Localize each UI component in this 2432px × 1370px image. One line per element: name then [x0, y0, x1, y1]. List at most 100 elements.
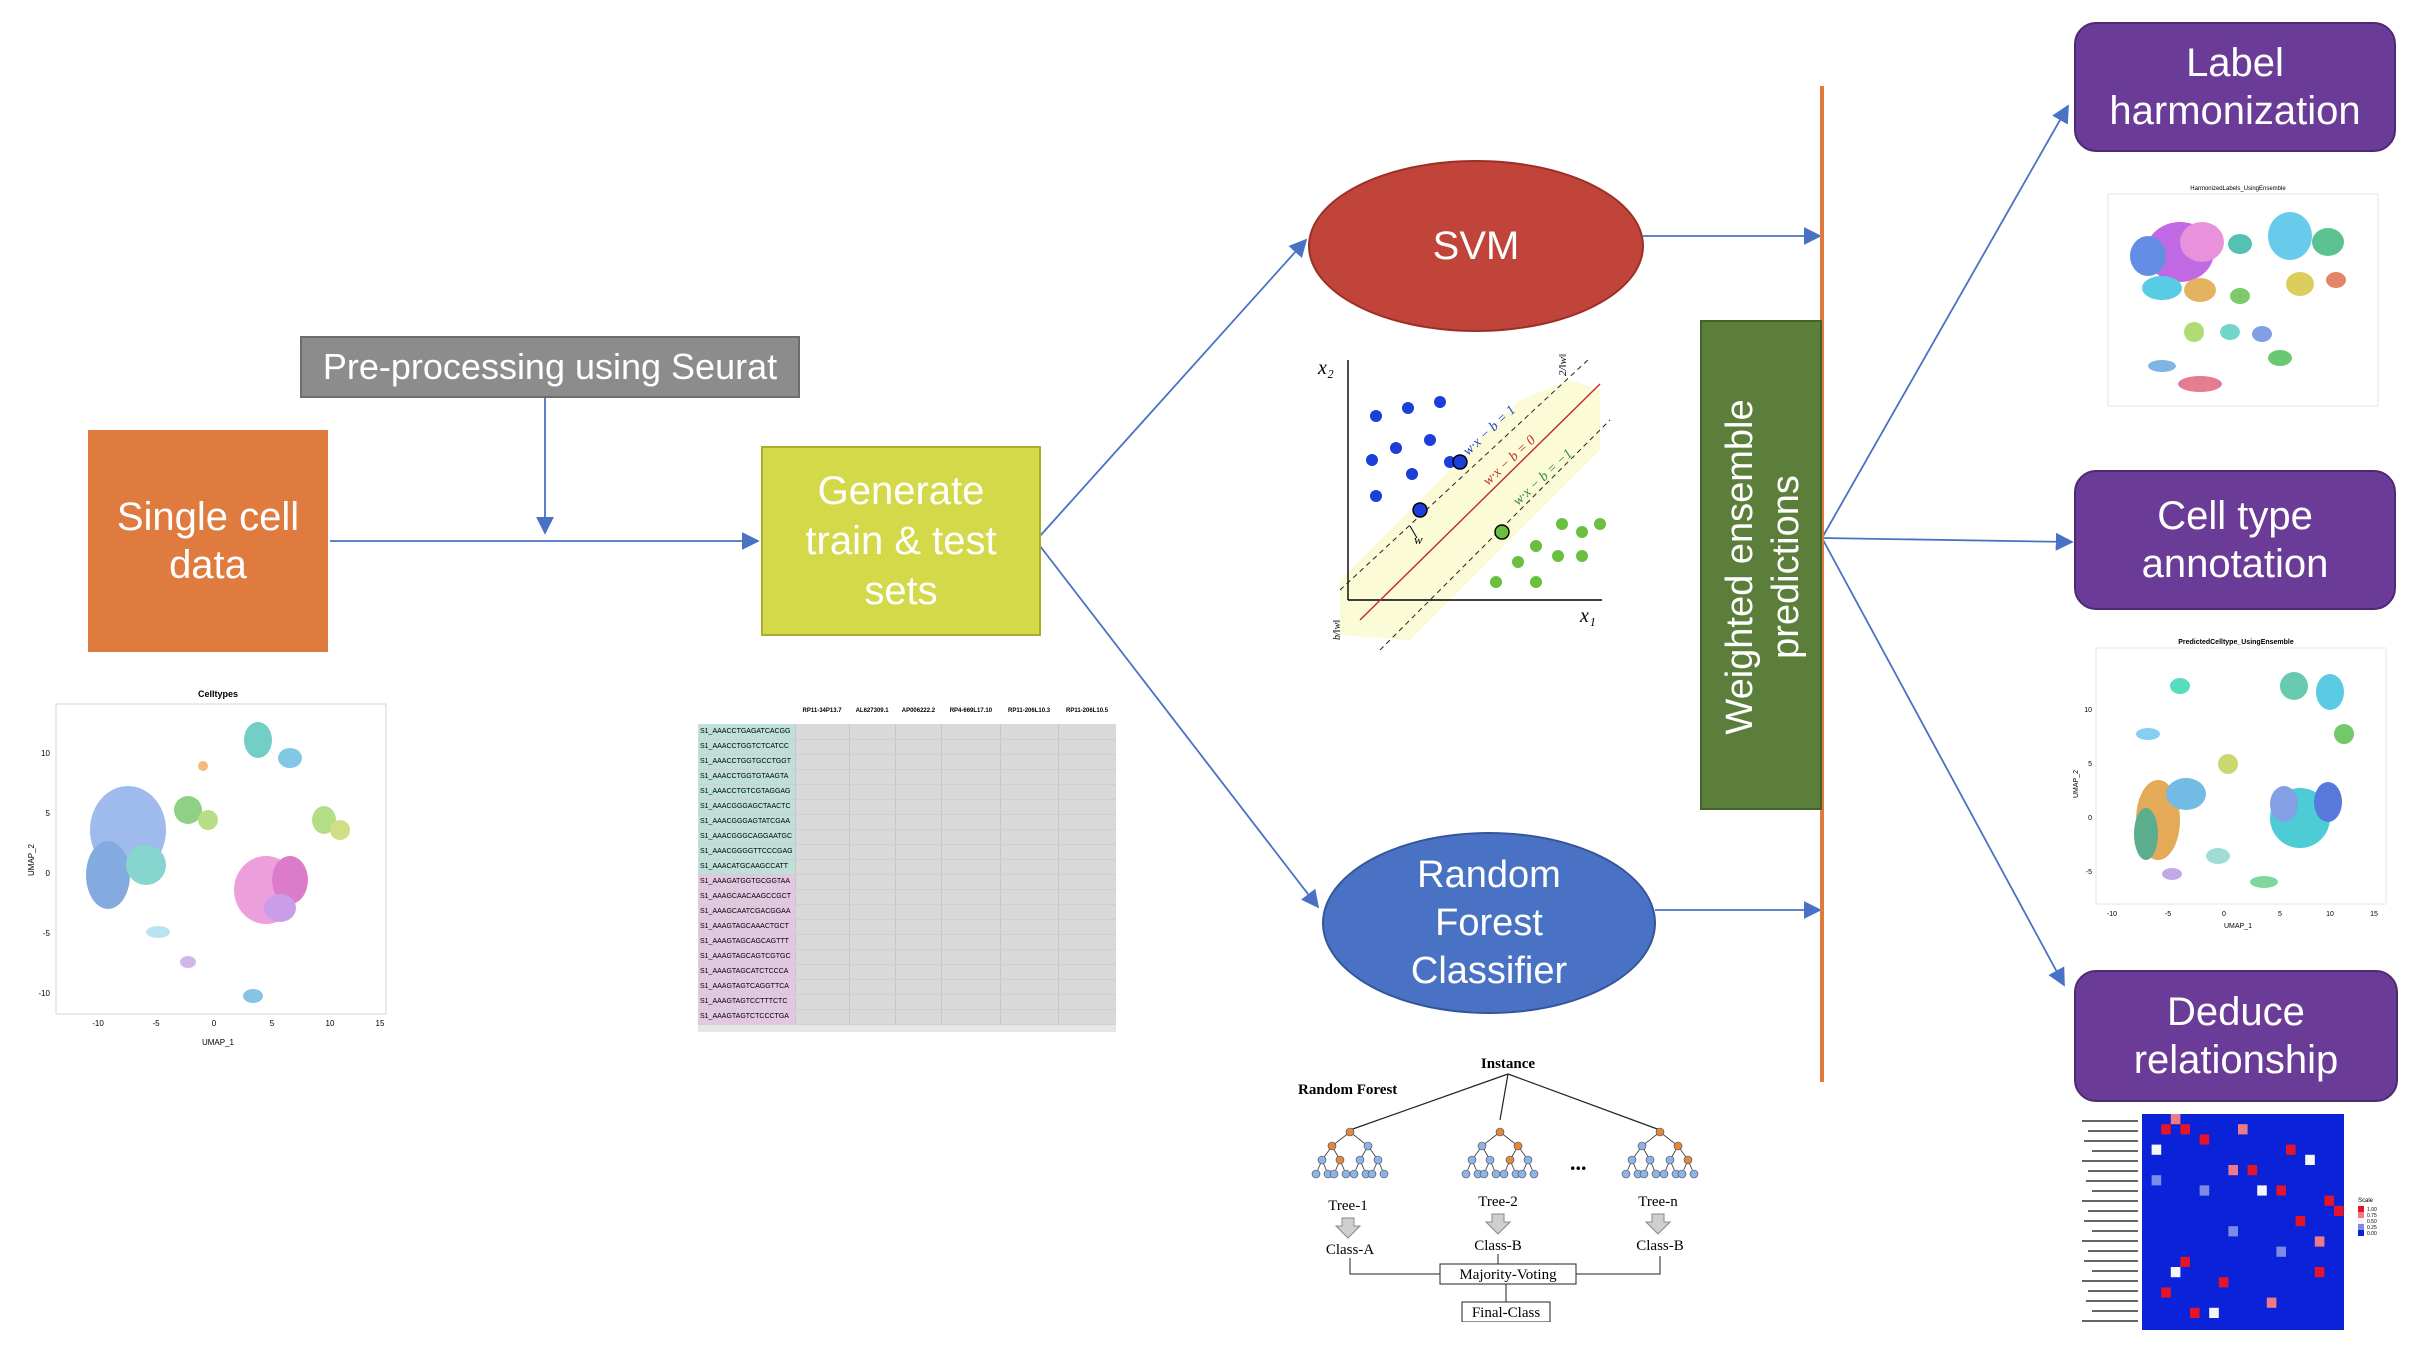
- svm-x2-label: x₂: [1317, 357, 1334, 379]
- label-harmonization-box: Label harmonization: [2074, 22, 2396, 152]
- weighted-ensemble-box: Weighted ensemble predictions: [1700, 320, 1822, 810]
- heatmap-legend-title: Scale: [2358, 1198, 2374, 1204]
- heatmap-row-labels: [2082, 1120, 2138, 1322]
- matrix-row-label: S1_AAAGTAGCAGCAGTTT: [698, 934, 796, 950]
- matrix-cell: [941, 904, 1001, 920]
- rf-tree-node: [1373, 1155, 1383, 1165]
- matrix-cell: [894, 844, 942, 860]
- matrix-cell: [999, 889, 1059, 905]
- svm-green-points: [1490, 518, 1606, 588]
- umap-ann-ytick: -5: [2086, 869, 2092, 876]
- arrow-bar-to-deduce: [1821, 537, 2065, 987]
- rf-tree-node: [1517, 1169, 1527, 1179]
- matrix-row: S1_AAAGTAGCAGCAGTTT: [698, 934, 1116, 950]
- matrix-cell: [941, 814, 1001, 830]
- matrix-cell: [848, 784, 896, 800]
- matrix-cell: [794, 994, 850, 1010]
- svm-support-blue: [1452, 454, 1468, 470]
- heatmap-cell: [2276, 1246, 2286, 1257]
- matrix-cell: [848, 904, 896, 920]
- rf-tree-node: [1367, 1169, 1377, 1179]
- umap-harmonization-title: HarmonizedLabels_UsingEnsemble: [2190, 186, 2286, 192]
- matrix-cell: [1057, 799, 1116, 815]
- heatmap-cell: [2305, 1154, 2315, 1165]
- umap-ytick: -5: [43, 929, 51, 938]
- matrix-cell: [999, 769, 1059, 785]
- matrix-cell: [848, 874, 896, 890]
- matrix-cell: [941, 769, 1001, 785]
- matrix-cell: [794, 859, 850, 875]
- matrix-cell: [999, 814, 1059, 830]
- matrix-cell: [941, 949, 1001, 965]
- heatmap-legend-label: 0.25: [2367, 1225, 2377, 1231]
- matrix-cell: [999, 754, 1059, 770]
- matrix-cell: [999, 724, 1059, 740]
- matrix-cell: [894, 784, 942, 800]
- umap-annotation-panel: PredictedCelltype_UsingEnsemble UMAP_2 U…: [2068, 634, 2392, 934]
- matrix-cell: [848, 919, 896, 935]
- umap-ytick: 0: [46, 869, 51, 878]
- matrix-cell: [941, 739, 1001, 755]
- rf-tree-node: [1341, 1169, 1351, 1179]
- umap-celltypes-clusters: [86, 722, 350, 1003]
- matrix-cell: [1057, 949, 1116, 965]
- heatmap-cell: [2257, 1185, 2267, 1196]
- rf-diagram: Instance Random Forest ... Tree-1 Tree-2…: [1298, 1056, 1699, 1323]
- matrix-cell: [999, 934, 1059, 950]
- matrix-cell: [848, 1009, 896, 1025]
- matrix-row-label: S1_AAAGATGGTGCGGTAA: [698, 874, 796, 890]
- matrix-cell: [999, 979, 1059, 995]
- matrix-cell: [894, 769, 942, 785]
- rf-tree-node: [1379, 1169, 1389, 1179]
- matrix-cell: [794, 889, 850, 905]
- rf-tree-node: [1683, 1155, 1693, 1165]
- svm-diagram: x₂ x₁ w·x − b = 1 w·x − b = 0 w·x − b = …: [1317, 354, 1611, 651]
- umap-ytick: 5: [46, 809, 51, 818]
- heatmap-legend-label: 0.50: [2367, 1219, 2377, 1225]
- rf-tree-node: [1349, 1169, 1359, 1179]
- heatmap-cell: [2190, 1307, 2200, 1318]
- matrix-row: S1_AAACCTGGTGCCTGGT: [698, 754, 1116, 770]
- heatmap-cell: [2266, 1297, 2277, 1308]
- rf-tree-node: [1639, 1169, 1649, 1179]
- matrix-row: S1_AAACGGGAGTATCGAA: [698, 814, 1116, 830]
- matrix-cell: [794, 934, 850, 950]
- matrix-row-label: S1_AAACCTGTCGTAGGAG: [698, 784, 796, 800]
- rf-tree-node: [1355, 1155, 1365, 1165]
- matrix-cell: [1057, 754, 1116, 770]
- heatmap-cells: [2151, 1114, 2344, 1318]
- matrix-cell: [848, 964, 896, 980]
- umap-ytick: -10: [38, 989, 50, 998]
- heatmap-legend-label: 0.00: [2367, 1231, 2377, 1237]
- matrix-cell: [1057, 979, 1116, 995]
- matrix-cell: [941, 799, 1001, 815]
- relationship-heatmap: Scale 1.00 0.75 0.50 0.25 0.00: [2082, 1114, 2377, 1330]
- matrix-header-cell: RP11-206L10.5: [1066, 708, 1109, 714]
- rf-instance-label: Instance: [1481, 1056, 1536, 1072]
- rf-tree-node: [1467, 1155, 1477, 1165]
- matrix-cell: [794, 784, 850, 800]
- matrix-cell: [848, 994, 896, 1010]
- rf-class-a-label: Class-A: [1326, 1242, 1375, 1258]
- umap-xtick: -10: [92, 1019, 104, 1028]
- matrix-cell: [941, 964, 1001, 980]
- rf-tree-node: [1329, 1169, 1339, 1179]
- heatmap-cell: [2276, 1185, 2286, 1196]
- rf-tree-node: [1659, 1169, 1669, 1179]
- heatmap-cell: [2170, 1114, 2181, 1125]
- rf-tree1-label: Tree-1: [1328, 1198, 1367, 1214]
- matrix-row-label: S1_AAACGGGGTTCCCGAG: [698, 844, 796, 860]
- umap-xtick: 10: [326, 1019, 335, 1028]
- expression-matrix-panel: RP11-34P13.7 AL627309.1 AP006222.2 RP4-6…: [698, 698, 1116, 1032]
- rf-tree-node: [1345, 1127, 1355, 1137]
- matrix-cell: [794, 979, 850, 995]
- heatmap-cell: [2228, 1226, 2238, 1237]
- rf-tree-node: [1311, 1169, 1321, 1179]
- matrix-cell: [794, 814, 850, 830]
- heatmap-cell: [2151, 1144, 2162, 1155]
- matrix-cell: [894, 739, 942, 755]
- heatmap-legend-label: 0.75: [2367, 1213, 2377, 1219]
- umap-xtick: 15: [376, 1019, 385, 1028]
- matrix-row-label: S1_AAACCTGGTCTCATCC: [698, 739, 796, 755]
